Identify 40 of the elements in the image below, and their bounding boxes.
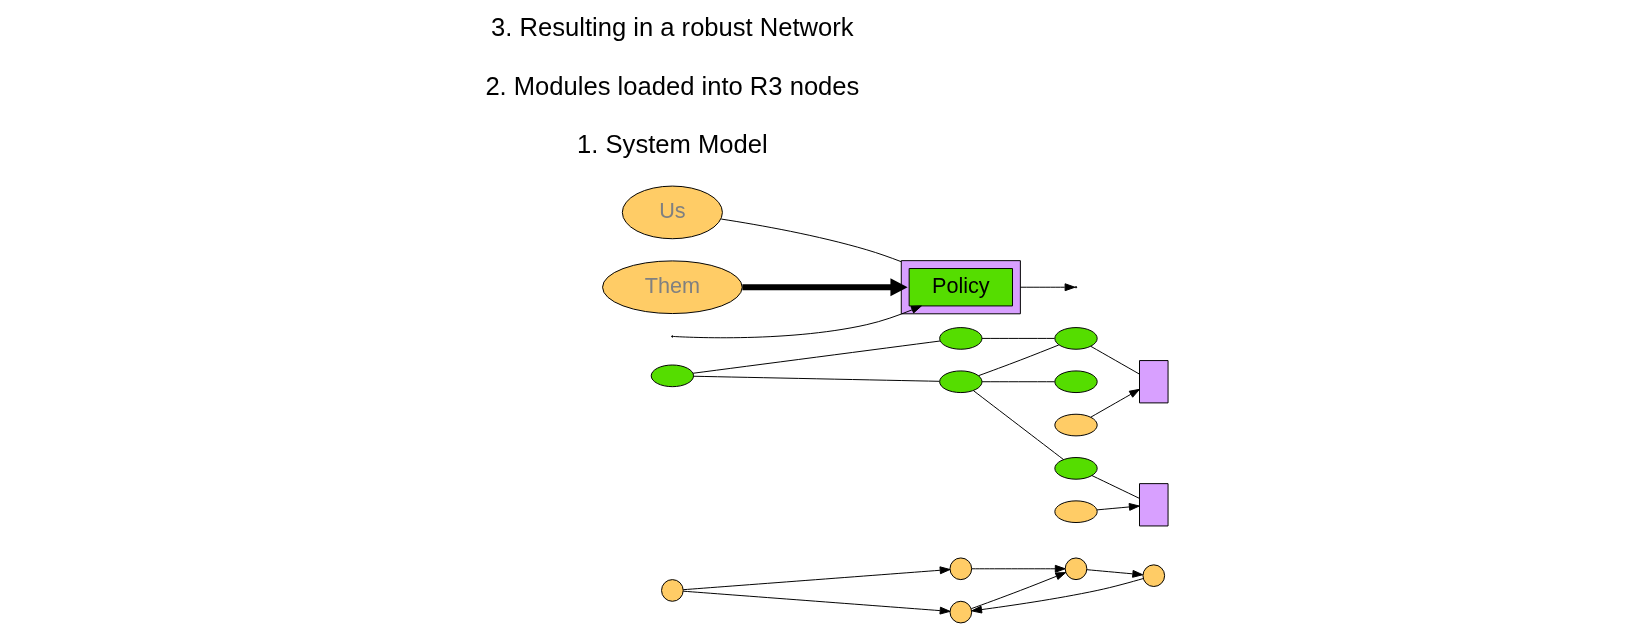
node-ellipse: [650, 364, 695, 388]
connector: [978, 344, 1060, 377]
arrow: [742, 278, 908, 297]
arrow: [672, 305, 922, 339]
node-box: [1139, 360, 1169, 404]
node-ellipse: [1054, 327, 1098, 350]
arrow: [1090, 388, 1140, 418]
node-ellipse: [1054, 500, 1098, 523]
node-circle: [661, 579, 684, 602]
connector: [692, 340, 941, 374]
connector: [981, 337, 1056, 339]
arrow: [971, 564, 1066, 573]
label: 3. Resulting in a robust Network: [491, 13, 854, 42]
label: 1. System Model: [577, 129, 768, 158]
connector: [720, 218, 902, 263]
arrow: [1096, 503, 1140, 511]
connector: [1090, 345, 1140, 375]
node-ellipse: [939, 327, 983, 350]
node-ellipse: [1054, 457, 1098, 480]
arrow: [682, 590, 951, 615]
node-circle: [1142, 564, 1166, 587]
node-ellipse: [1054, 370, 1098, 394]
arrow: [970, 572, 1067, 610]
arrow: [682, 566, 951, 591]
node-circle: [949, 600, 973, 624]
label: 2. Modules loaded into R3 nodes: [485, 71, 860, 100]
connector: [981, 381, 1056, 383]
connector: [1091, 475, 1140, 499]
node-box: [1139, 483, 1169, 527]
node-ellipse: [1054, 413, 1098, 437]
node-ellipse: [939, 370, 983, 394]
node-ellipse: Us: [621, 185, 723, 240]
connector: [973, 390, 1065, 461]
arrow: [1086, 569, 1144, 578]
node-ellipse: Them: [602, 260, 743, 315]
node-circle: [949, 557, 973, 581]
node-box: Policy: [908, 268, 1013, 307]
arrow: [971, 578, 1144, 614]
connector: [693, 375, 940, 382]
node-circle: [1064, 557, 1088, 581]
